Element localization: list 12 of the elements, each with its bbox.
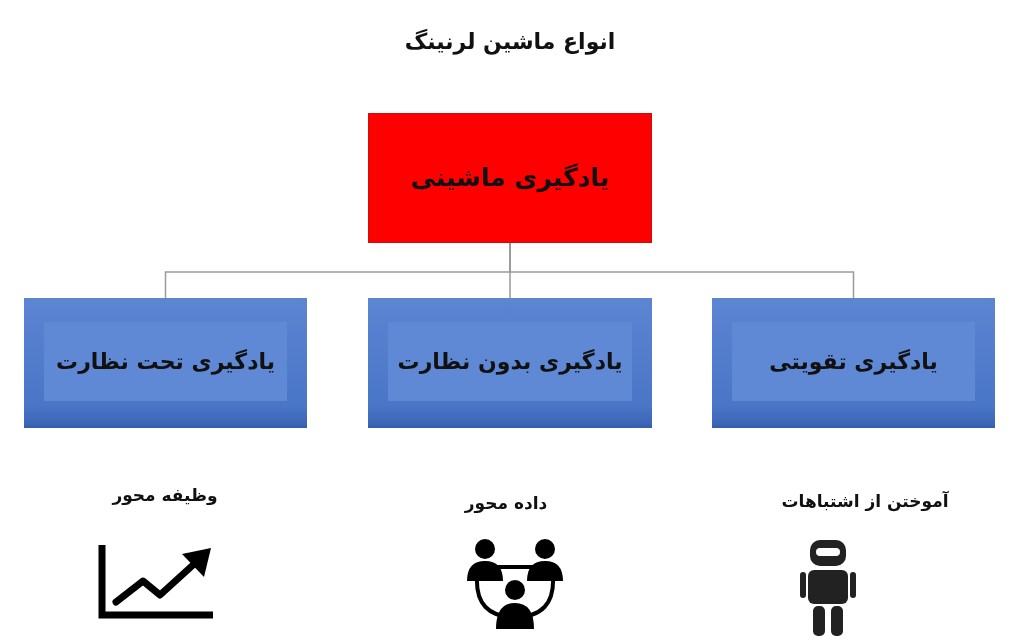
node-label: یادگیری تحت نظارت — [43, 322, 288, 401]
category-box — [712, 298, 995, 428]
node-label: یادگیری بدون نظارت — [387, 322, 633, 401]
node-label: یادگیری تقویتی — [731, 322, 976, 401]
diagram-title: انواع ماشین لرنینگ — [403, 28, 617, 57]
category-box — [368, 298, 652, 428]
category-box — [24, 298, 307, 428]
node-label: یادگیری ماشینی — [409, 162, 611, 194]
caption-text: داده محور — [463, 492, 549, 515]
caption-text: آموختن از اشتباهات — [780, 490, 950, 514]
caption-text: وظیفه محور — [110, 484, 219, 507]
root-box — [368, 113, 652, 243]
